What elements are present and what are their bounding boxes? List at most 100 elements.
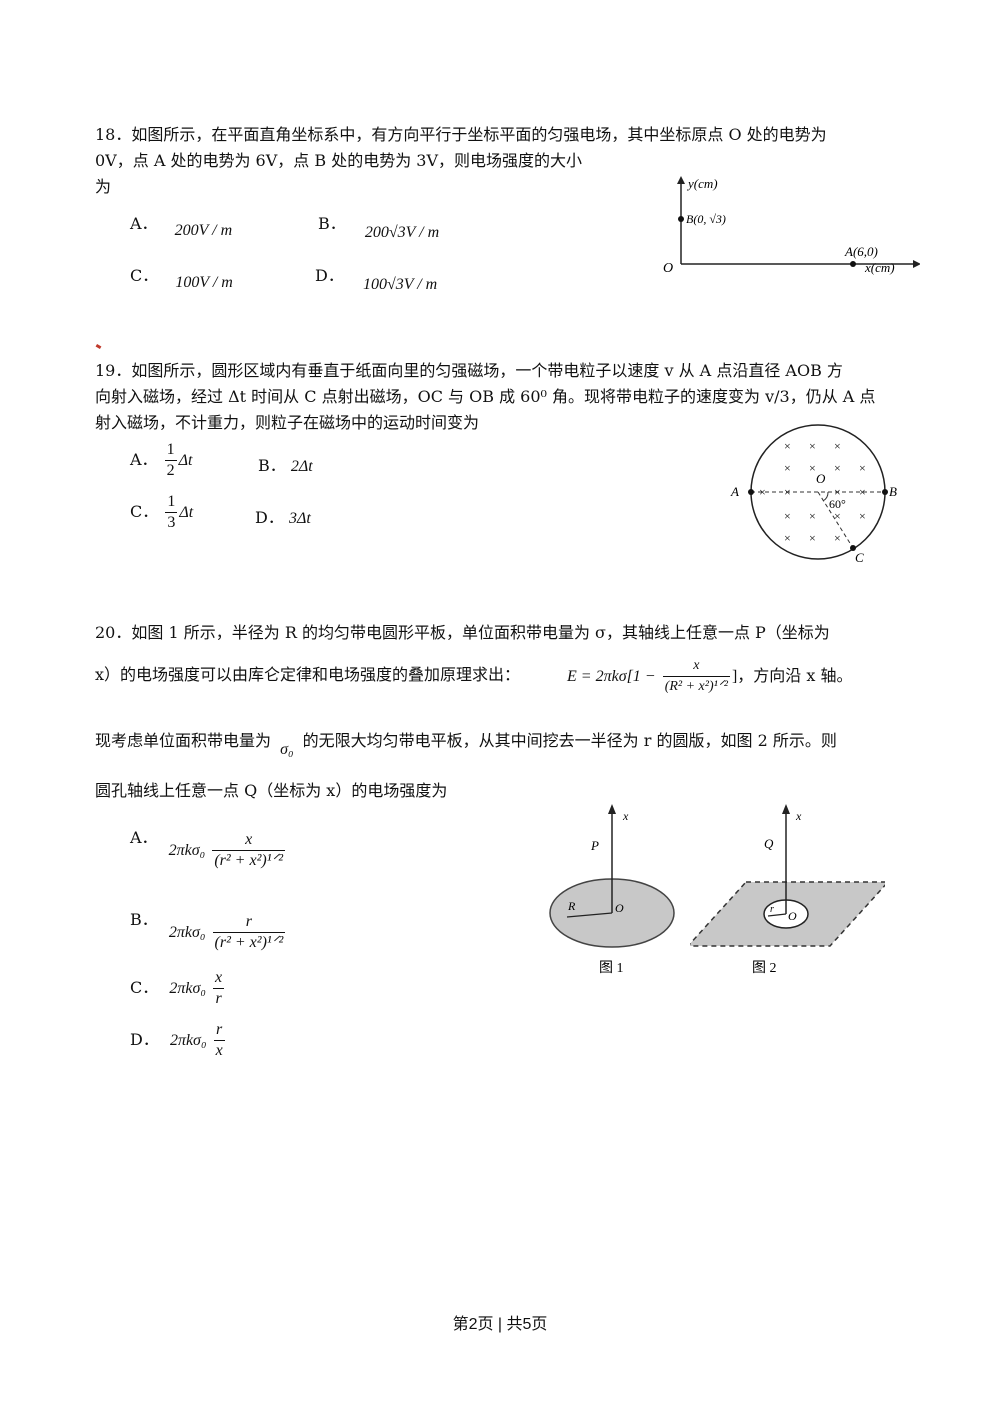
q20-formula-fraction: x(R² + x²)¹ᐟ²	[662, 658, 730, 694]
q18-x-label: x(cm)	[864, 260, 895, 275]
field-x-mark: ×	[784, 439, 791, 453]
red-mark	[95, 343, 102, 350]
q20-stem-text2-post: ，方向沿 x 轴。	[737, 666, 853, 685]
field-x-mark: ×	[759, 485, 766, 499]
q18-stem-line1: 18．如图所示，在平面直角坐标系中，有方向平行于坐标平面的匀强电场，其中坐标原点…	[95, 122, 827, 148]
q18-point-a	[850, 261, 856, 267]
q20-option-a-fraction: x(r² + x²)¹ᐟ²	[212, 831, 286, 869]
field-x-mark: ×	[784, 485, 791, 499]
fig1-radius-label: R	[567, 899, 576, 913]
q18-option-b-text: 200√3V / m	[364, 224, 440, 241]
fig2-point-label: Q	[764, 836, 774, 851]
field-x-mark: ×	[784, 509, 791, 523]
q20-stem-text1: 如图 1 所示，半径为 R 的均匀带电圆形平板，单位面积带电量为 σ，其轴线上任…	[131, 623, 830, 642]
field-x-mark: ×	[834, 439, 841, 453]
q19-label-c: C	[855, 550, 864, 565]
field-x-mark: ×	[784, 461, 791, 475]
q18-origin-label: O	[663, 261, 673, 276]
q19-number: 19．	[95, 361, 132, 380]
field-x-mark: ×	[859, 509, 866, 523]
fig1-center-label: O	[615, 901, 624, 915]
q18-coordinate-figure: y(cm) x(cm) O B(0, √3) A(6,0)	[663, 176, 920, 276]
q19-label-a: A	[730, 484, 739, 499]
q19-option-d-text: 3Δt	[288, 510, 311, 527]
q18-option-a[interactable]: A． 200V / m	[130, 214, 233, 239]
q20-sigma0: σ₀	[280, 741, 294, 758]
q18-stem-line2: 0V，点 A 处的电势为 6V，点 B 处的电势为 3V，则电场强度的大小	[95, 151, 583, 170]
field-x-mark: ×	[809, 461, 816, 475]
q18-point-b	[678, 216, 684, 222]
q20-option-b-fraction: r(r² + x²)¹ᐟ²	[212, 913, 286, 951]
field-x-mark: ×	[809, 531, 816, 545]
q19-label-b: B	[889, 484, 897, 499]
q19-stem-text1: 如图所示，圆形区域内有垂直于纸面向里的匀强磁场，一个带电粒子以速度 v 从 A …	[131, 361, 843, 380]
q20-stem-text2: x）的电场强度可以由库仑定律和电场强度的叠加原理求出：	[95, 665, 521, 684]
fig2-radius	[767, 913, 787, 917]
q20-number: 20．	[95, 623, 132, 642]
q18-option-d[interactable]: D． 100√3V / m	[315, 266, 438, 293]
q18-point-b-label: B(0, √3)	[686, 212, 726, 226]
fig1-point-label: P	[590, 838, 599, 853]
q18-option-c-text: 100V / m	[175, 274, 233, 291]
q20-option-a[interactable]: A． 2πkσ₀ x(r² + x²)¹ᐟ²	[130, 828, 286, 869]
field-x-mark: ×	[834, 531, 841, 545]
q19-option-b[interactable]: B． 2Δt	[258, 456, 313, 475]
q19-point-c	[850, 545, 856, 551]
q19-magnetic-field-figure: ×××××××××××××××××× A B O C 60°	[730, 424, 897, 565]
q19-angle-arc	[822, 491, 829, 502]
q19-option-b-text: 2Δt	[290, 458, 313, 475]
q18-option-c[interactable]: C． 100V / m	[130, 266, 233, 291]
q19-field-marks: ××××××××××××××××××	[759, 439, 866, 545]
q18-number: 18．	[95, 125, 132, 144]
q20-option-b[interactable]: B． 2πkσ₀ r(r² + x²)¹ᐟ²	[130, 910, 286, 951]
q20-formula-lhs: E = 2πkσ[1 −	[567, 668, 656, 685]
field-x-mark: ×	[859, 485, 866, 499]
field-x-mark: ×	[809, 439, 816, 453]
q18-option-a-text: 200V / m	[174, 222, 233, 239]
q19-label-o: O	[816, 471, 826, 486]
q18-x-arrow-icon	[913, 260, 920, 268]
q18-stem-text1: 如图所示，在平面直角坐标系中，有方向平行于坐标平面的匀强电场，其中坐标原点 O …	[131, 125, 827, 144]
q20-stem-line4: 圆孔轴线上任意一点 Q（坐标为 x）的电场强度为	[95, 781, 448, 800]
q19-stem-line2: 向射入磁场，经过 Δt 时间从 C 点射出磁场，OC 与 OB 成 60⁰ 角。…	[95, 387, 876, 406]
q19-point-a	[748, 489, 754, 495]
fig1-caption: 图 1	[599, 961, 624, 976]
fig1-axis-arrow-icon	[608, 804, 616, 814]
q19-option-d[interactable]: D． 3Δt	[255, 508, 311, 527]
page-footer: 第2页 | 共5页	[452, 1316, 548, 1333]
fig1-radius	[566, 912, 613, 918]
q20-stem-line2: x）的电场强度可以由库仑定律和电场强度的叠加原理求出：	[95, 662, 520, 688]
field-x-mark: ×	[809, 509, 816, 523]
field-x-mark: ×	[834, 461, 841, 475]
q19-angle-label: 60°	[829, 497, 846, 511]
q18-y-label: y(cm)	[686, 176, 718, 191]
field-x-mark: ×	[859, 461, 866, 475]
q19-point-b	[882, 489, 888, 495]
q20-figure-2: x Q r O 图 2	[690, 804, 885, 976]
fig2-axis-arrow-icon	[782, 804, 790, 814]
q20-figure-1: x P R O 图 1	[549, 804, 675, 976]
field-x-mark: ×	[834, 485, 841, 499]
q20-stem-line3: 现考虑单位面积带电量为 σ₀ 的无限大均匀带电平板，从其中间挖去一半径为 r 的…	[95, 731, 837, 758]
fig2-caption: 图 2	[752, 961, 777, 976]
q19-stem-line3: 射入磁场，不计重力，则粒子在磁场中的运动时间变为	[95, 413, 480, 432]
q19-stem-line1: 19．如图所示，圆形区域内有垂直于纸面向里的匀强磁场，一个带电粒子以速度 v 从…	[95, 358, 843, 384]
field-x-mark: ×	[784, 531, 791, 545]
q18-option-d-text: 100√3V / m	[362, 276, 438, 293]
fig2-axis-label: x	[795, 809, 802, 823]
q20-formula: E = 2πkσ[1 − x(R² + x²)¹ᐟ²]，方向沿 x 轴。	[567, 656, 853, 697]
q20-stem-line1: 20．如图 1 所示，半径为 R 的均匀带电圆形平板，单位面积带电量为 σ，其轴…	[95, 620, 830, 646]
q18-y-arrow-icon	[677, 176, 685, 184]
q18-option-b[interactable]: B． 200√3V / m	[318, 214, 440, 241]
fig2-center-label: O	[788, 909, 797, 923]
fig2-radius-label: r	[770, 904, 774, 915]
